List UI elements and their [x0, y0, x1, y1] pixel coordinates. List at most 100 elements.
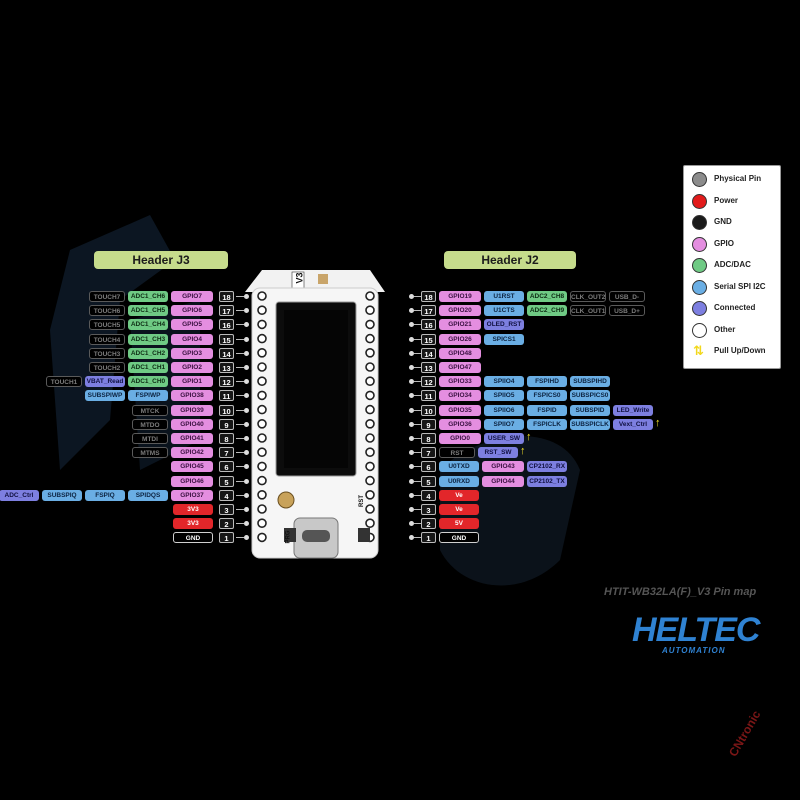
legend-swatch [692, 236, 707, 252]
pin-connector-line [414, 452, 421, 454]
pin-dot [244, 336, 249, 342]
legend-label: Connected [714, 303, 756, 312]
pin-dot [244, 407, 249, 413]
pin-label-gpio38: GPIO38 [171, 390, 213, 402]
pin-label-fspihd: FSPIHD [527, 376, 567, 388]
pin-dot [244, 294, 249, 299]
pin-label-gpio34: GPIO34 [439, 390, 481, 402]
left-header-pins [257, 291, 267, 543]
physical-pin-j2-9: 9 [421, 418, 436, 430]
physical-pin-j3-6: 6 [219, 461, 234, 473]
header-pin-hole [365, 475, 375, 486]
pin-label-gpio5: GPIO5 [171, 319, 213, 331]
pin-connector-line [414, 296, 421, 297]
header-pin-hole [365, 348, 375, 358]
pull-up-arrow-icon: ↑ [520, 445, 526, 458]
pin-label-vext-ctrl: Vext_Ctrl [613, 418, 653, 430]
physical-pin-j3-4: 4 [219, 489, 234, 501]
pin-label-u0rxd: U0RXD [439, 475, 479, 487]
pin-dot [409, 365, 414, 370]
physical-pin-j3-13: 13 [219, 362, 234, 373]
physical-pin-j3-8: 8 [219, 433, 234, 444]
pin-dot [244, 535, 249, 541]
pin-label-oled-rst: OLED_RST [484, 319, 524, 331]
header-j2-label: Header J2 [444, 251, 576, 269]
pull-up-down-icon: ⇅ [693, 343, 704, 358]
pin-label-clk-out1: CLK_OUT1 [570, 305, 606, 317]
header-pin-hole [257, 319, 267, 330]
pin-connector-line [236, 480, 244, 482]
header-pin-hole [365, 319, 375, 330]
pin-label-touch4: TOUCH4 [89, 333, 125, 345]
physical-pin-j3-3: 3 [219, 504, 234, 515]
pin-dot [409, 492, 414, 498]
physical-pin-j2-3: 3 [421, 504, 436, 515]
header-pin-hole [365, 333, 375, 344]
pin-label-3v3: 3V3 [173, 504, 213, 515]
pin-label-gpio48: GPIO48 [439, 347, 481, 359]
physical-pin-j2-16: 16 [421, 319, 436, 331]
pin-label-fspics0: FSPICS0 [527, 390, 567, 402]
rst-button [358, 528, 370, 542]
legend-swatch [692, 172, 707, 187]
pin-connector-line [236, 352, 244, 354]
pin-connector-line [414, 352, 421, 354]
pin-connector-line [236, 438, 244, 439]
header-pin-hole [365, 376, 375, 386]
legend-label: Serial SPI I2C [714, 281, 766, 291]
physical-pin-j3-11: 11 [219, 390, 234, 402]
board [245, 270, 385, 559]
pin-dot [409, 421, 414, 427]
pin-label-3v3: 3V3 [173, 518, 213, 530]
pin-label-gpio41: GPIO41 [171, 433, 213, 444]
header-pin-hole [365, 362, 375, 372]
pin-label-u0txd: U0TXD [439, 461, 479, 473]
physical-pin-j3-12: 12 [219, 376, 234, 388]
prg-button-label: PRG [285, 530, 292, 544]
pin-label-subspiq: SUBSPIQ [42, 489, 82, 501]
pin-connector-line [414, 494, 421, 496]
pin-label-u1rst: U1RST [484, 291, 524, 302]
pin-label-u1cts: U1CTS [484, 305, 524, 317]
header-pin-hole [257, 390, 267, 401]
legend-swatch [692, 258, 707, 273]
pin-dot [244, 421, 249, 427]
pin-label-adc1-ch3: ADC1_CH3 [128, 333, 168, 345]
header-pin-hole [257, 461, 267, 472]
pin-label-gnd: GND [173, 532, 213, 544]
pin-label-adc-ctrl: ADC_Ctrl [0, 489, 39, 501]
pin-label-led-write: LED_Write [613, 404, 653, 416]
pin-label-gpio6: GPIO6 [171, 305, 213, 317]
header-pin-hole [257, 504, 267, 514]
physical-pin-j2-6: 6 [421, 461, 436, 473]
pin-dot [244, 507, 249, 512]
pin-dot [409, 521, 414, 527]
pin-dot [409, 507, 414, 512]
pin-label-gpio26: GPIO26 [439, 333, 481, 345]
physical-pin-j3-17: 17 [219, 305, 234, 317]
physical-pin-j3-1: 1 [219, 532, 234, 544]
pin-connector-line [236, 452, 244, 454]
legend-swatch [692, 279, 707, 295]
pin-label-subspics0: SUBSPICS0 [570, 390, 610, 402]
rst-button-label: RST [359, 495, 365, 507]
header-pin-hole [257, 291, 267, 301]
pin-label-subspiwp: SUBSPIWP [85, 390, 125, 402]
pin-connector-line [414, 537, 421, 539]
pin-label-touch5: TOUCH5 [89, 319, 125, 331]
pin-label-gpio47: GPIO47 [439, 362, 481, 373]
header-pin-hole [365, 518, 375, 529]
pin-connector-line [236, 324, 244, 326]
header-pin-hole [365, 490, 375, 500]
pin-label-mtdi: MTDI [132, 433, 168, 444]
pin-label-adc1-ch4: ADC1_CH4 [128, 319, 168, 331]
header-pin-hole [257, 490, 267, 500]
pin-dot [409, 393, 414, 399]
physical-pin-j3-18: 18 [219, 291, 234, 302]
pin-dot [409, 535, 414, 541]
header-pin-hole [257, 532, 267, 543]
physical-pin-j2-13: 13 [421, 362, 436, 373]
pin-connector-line [236, 310, 244, 312]
pin-label-touch6: TOUCH6 [89, 305, 125, 317]
pin-label-gpio43: GPIO43 [482, 461, 524, 473]
